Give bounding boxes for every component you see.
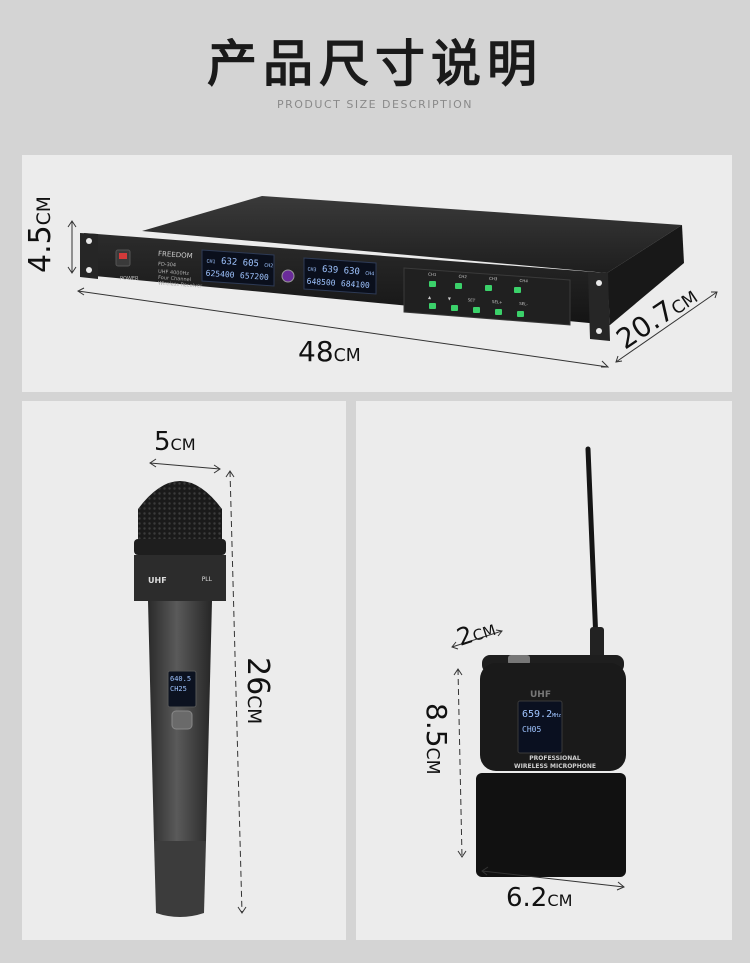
page-title: 产品尺寸说明: [207, 35, 543, 93]
mic-power-button: [171, 710, 193, 730]
receiver-knob: [281, 269, 295, 283]
receiver-lcd-1-text: CH1 632 605 CH2 625400 657200: [205, 256, 273, 285]
mic-band-labels: UHF PLL: [148, 576, 212, 585]
mic-ring: [134, 539, 226, 555]
bodypack-label-1: PROFESSIONAL: [529, 755, 581, 762]
lcd2-v1: 639: [321, 264, 339, 276]
bodypack-height-dimension: 8.5CM: [420, 703, 453, 775]
bodypack-label-2: WIRELESS MICROPHONE: [514, 763, 596, 770]
mic-lcd-freq: 640.5: [170, 675, 192, 683]
lcd1-v1: 632: [220, 256, 238, 268]
lcd2-freq1: 648500: [306, 276, 336, 288]
bodypack-width-dimension: 6.2CM: [506, 883, 573, 913]
btn-label-ch1: CH1: [427, 271, 437, 278]
btn-label-ch3: CH3: [488, 275, 498, 282]
bodypack-lcd-ch: CH05: [522, 725, 542, 734]
bodypack-labels: PROFESSIONAL WIRELESS MICROPHONE: [480, 755, 630, 771]
btn-label-set: SET: [467, 297, 476, 303]
lcd1-freq2: 657200: [239, 271, 270, 283]
receiver-width-dimension: 48CM: [298, 335, 361, 368]
receiver-panel: 4.5CM 48CM 20.7CM: [22, 155, 732, 392]
btn-label-up: ▲: [427, 294, 432, 300]
handheld-panel: 5CM 26CM: [22, 401, 346, 940]
receiver-model-label: FD-304: [157, 261, 177, 269]
mic-label-pll: PLL: [201, 576, 212, 583]
page-subtitle: PRODUCT SIZE DESCRIPTION: [276, 98, 473, 111]
lcd1-ch-b: CH2: [263, 262, 274, 270]
bodypack-lcd-text: 659.2MHz CH05: [522, 708, 561, 736]
rack-ear-left: [80, 233, 98, 279]
bodypack-lcd-freq: 659.2: [522, 709, 553, 720]
bodypack-panel: 2CM 8.5CM 6.2CM: [356, 401, 732, 940]
mic-grille: [138, 481, 222, 541]
bodypack-clip: [476, 773, 626, 877]
lcd2-freq2: 684100: [340, 279, 371, 291]
btn-label-sel-minus: SEL-: [519, 300, 529, 307]
lcd1-freq1: 625400: [205, 268, 235, 280]
receiver-height-dimension: 4.5CM: [23, 196, 58, 273]
mic-length-dimension: 26CM: [240, 657, 275, 725]
btn-label-ch2: CH2: [458, 273, 468, 280]
bodypack-illustration: [451, 446, 626, 891]
btn-label-down: ▼: [447, 295, 452, 302]
lcd2-v2: 630: [343, 266, 361, 278]
lcd2-ch-a: CH3: [307, 266, 317, 274]
receiver-power-label: POWER: [120, 276, 139, 282]
lcd-window-1: [201, 249, 275, 287]
receiver-illustration: [67, 196, 718, 368]
lcd1-ch-a: CH1: [206, 258, 216, 266]
receiver-buttons: [429, 281, 524, 317]
btn-label-ch4: CH4: [519, 277, 529, 284]
mic-lcd: [167, 670, 197, 708]
rack-ear-right: [588, 272, 610, 341]
button-panel: [403, 267, 571, 326]
receiver-side: [607, 225, 684, 325]
bodypack-lcd: [517, 700, 563, 754]
mic-bottom: [154, 841, 206, 917]
bodypack-brand: UHF: [530, 690, 551, 700]
receiver-top: [142, 196, 682, 273]
handheld-illustration: [134, 458, 247, 917]
lcd1-v2: 605: [242, 258, 260, 270]
mic-lcd-ch: CH25: [170, 685, 187, 693]
receiver-lcd-2-text: CH3 639 630 CH4 648500 684100: [306, 264, 374, 293]
mic-lcd-text: 640.5 CH25: [170, 674, 191, 694]
bodypack-antenna: [585, 446, 599, 644]
lcd-window-2: [303, 257, 377, 295]
mic-label-uhf: UHF: [148, 576, 167, 585]
mic-width-dimension: 5CM: [154, 427, 196, 457]
lcd2-ch-b: CH4: [364, 270, 375, 278]
bodypack-lcd-unit: MHz: [552, 713, 562, 719]
btn-label-sel-plus: SEL+: [491, 298, 503, 305]
